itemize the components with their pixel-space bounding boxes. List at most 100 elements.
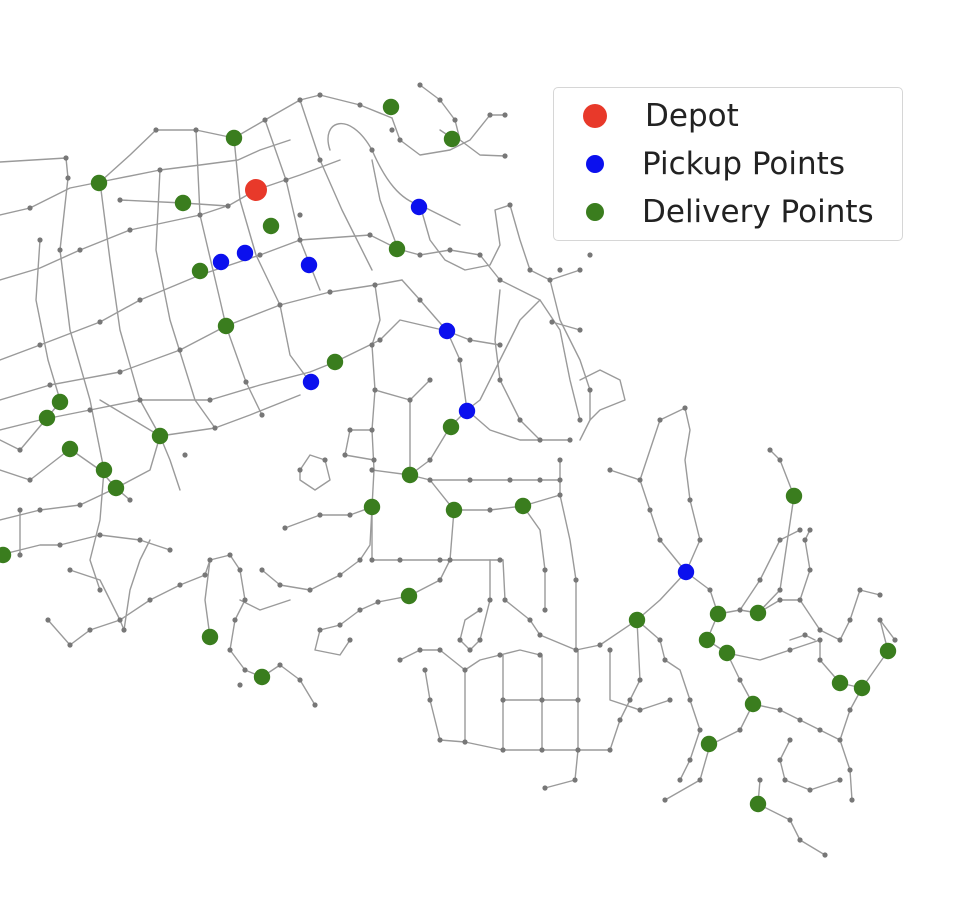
road-node <box>467 647 473 653</box>
delivery-point <box>853 679 871 697</box>
road-node <box>97 319 103 325</box>
delivery-legend-marker <box>586 203 604 221</box>
road-node <box>662 797 668 803</box>
road-node <box>797 527 803 533</box>
road-node <box>607 467 613 473</box>
road-node <box>422 667 428 673</box>
road-node <box>437 577 443 583</box>
road-node <box>697 777 703 783</box>
road-node <box>227 647 233 653</box>
road-node <box>849 797 855 803</box>
road-node <box>787 817 793 823</box>
road-node <box>97 587 103 593</box>
road-node <box>507 202 513 208</box>
road-node <box>817 627 823 633</box>
road-node <box>487 507 493 513</box>
road-node <box>17 507 23 513</box>
road-node <box>417 252 423 258</box>
road-node <box>817 727 823 733</box>
road-node <box>557 267 563 273</box>
road-node <box>837 737 843 743</box>
road-node <box>397 137 403 143</box>
road-node <box>337 622 343 628</box>
road-node <box>375 599 381 605</box>
road-node <box>575 697 581 703</box>
road-node <box>369 147 375 153</box>
road-node <box>237 682 243 688</box>
road-node <box>575 747 581 753</box>
road-node <box>807 527 813 533</box>
road-node <box>577 267 583 273</box>
road-node <box>207 397 213 403</box>
depot-legend-marker <box>583 104 607 128</box>
road-node <box>312 702 318 708</box>
road-node <box>57 542 63 548</box>
road-node <box>517 417 523 423</box>
road-node <box>647 507 653 513</box>
road-node <box>212 425 218 431</box>
delivery-point <box>90 174 108 192</box>
delivery-point <box>749 604 767 622</box>
road-node <box>497 377 503 383</box>
road-node <box>202 572 208 578</box>
road-node <box>557 457 563 463</box>
road-node <box>97 532 103 538</box>
road-node <box>477 637 483 643</box>
road-node <box>372 282 378 288</box>
legend-label-depot: Depot <box>645 98 739 134</box>
delivery-point <box>442 418 460 436</box>
road-node <box>542 785 548 791</box>
road-node <box>347 427 353 433</box>
road-node <box>262 117 268 123</box>
road-node <box>549 319 555 325</box>
road-node <box>277 662 283 668</box>
road-node <box>117 617 123 623</box>
road-node <box>577 417 583 423</box>
delivery-point <box>698 631 716 649</box>
road-node <box>297 677 303 683</box>
road-node <box>317 512 323 518</box>
delivery-point <box>51 393 69 411</box>
delivery-point <box>253 668 271 686</box>
road-node <box>27 477 33 483</box>
delivery-point <box>401 466 419 484</box>
road-node <box>892 637 898 643</box>
road-node <box>317 627 323 633</box>
road-node <box>500 747 506 753</box>
road-node <box>177 582 183 588</box>
road-node <box>822 852 828 858</box>
road-node <box>283 177 289 183</box>
road-node <box>547 277 553 283</box>
legend-label-delivery: Delivery Points <box>642 194 874 230</box>
road-node <box>737 607 743 613</box>
road-node <box>657 537 663 543</box>
road-node <box>232 617 238 623</box>
road-node <box>67 642 73 648</box>
road-node <box>277 302 283 308</box>
road-node <box>777 587 783 593</box>
road-node <box>65 175 71 181</box>
road-node <box>369 557 375 563</box>
road-node <box>57 247 63 253</box>
road-node <box>137 297 143 303</box>
road-node <box>577 327 583 333</box>
road-node <box>37 237 43 243</box>
road-node <box>782 777 788 783</box>
road-node <box>397 657 403 663</box>
road-node <box>797 717 803 723</box>
legend-label-pickup: Pickup Points <box>642 146 845 182</box>
road-node <box>357 102 363 108</box>
road-node <box>137 397 143 403</box>
delivery-point <box>718 644 736 662</box>
road-node <box>177 347 183 353</box>
road-node <box>797 597 803 603</box>
road-node <box>87 407 93 413</box>
delivery-point <box>749 795 767 813</box>
road-node <box>437 737 443 743</box>
road-node <box>697 727 703 733</box>
delivery-point <box>831 674 849 692</box>
road-node <box>297 237 303 243</box>
road-node <box>77 502 83 508</box>
road-node <box>847 707 853 713</box>
road-node <box>397 557 403 563</box>
